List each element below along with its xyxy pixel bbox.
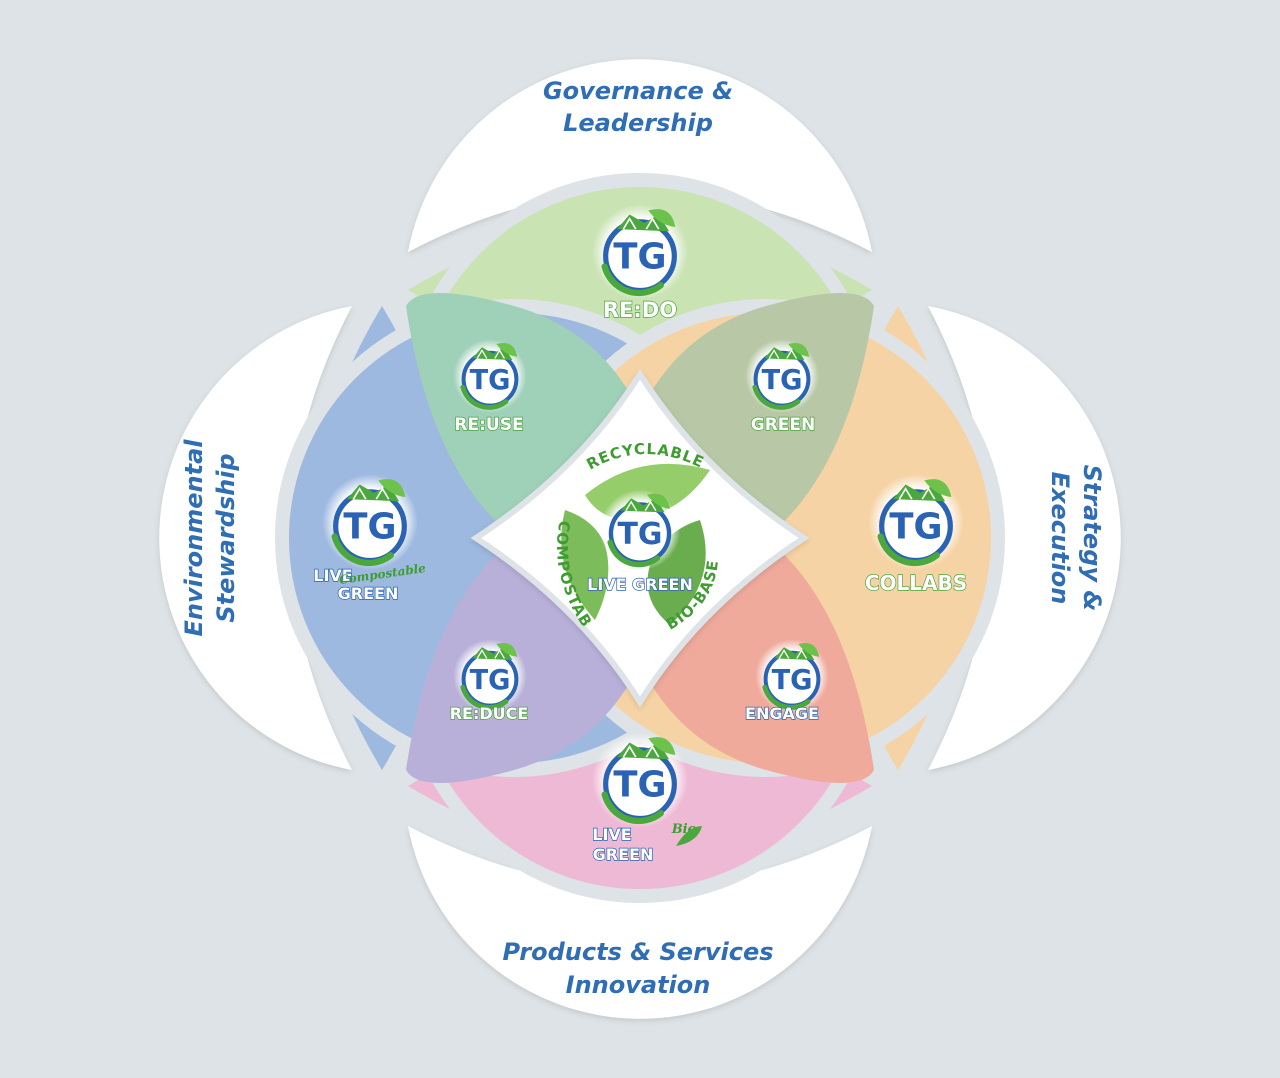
logo-bottom-left	[453, 639, 527, 713]
label-left-green: GREEN	[338, 584, 399, 603]
label-center: LIVE GREEN	[587, 575, 693, 594]
label-reduce: RE:DUCE	[450, 704, 529, 723]
label-reuse: RE:USE	[454, 415, 523, 435]
overlap-top-right	[640, 293, 874, 538]
logo-center	[600, 490, 681, 571]
segment-labels: RE:DO RE:USE GREEN COLLABS RE:DUCE ENGAG…	[313, 297, 968, 864]
logo-top-right	[745, 339, 819, 413]
overlap-bottom-right	[640, 538, 874, 783]
pillar-top-line1: Governance &	[543, 77, 733, 105]
label-green: GREEN	[751, 415, 816, 435]
pillar-right-line1: Strategy &	[1078, 465, 1106, 612]
bio-leaf-icon	[676, 826, 702, 846]
logo-bottom	[592, 732, 688, 828]
label-engage: ENGAGE	[745, 704, 819, 723]
logo-top-left	[453, 339, 527, 413]
pillar-bottom-line2: Innovation	[566, 971, 711, 999]
pillar-plate-bottom	[408, 826, 872, 1019]
pillar-right-line2: Execution	[1046, 472, 1074, 605]
pillar-titles: Governance & Leadership Products & Servi…	[180, 77, 1106, 999]
label-left-live: LIVE	[313, 566, 352, 585]
pillar-left-line2: Stewardship	[212, 453, 240, 622]
pillar-bottom-line1: Products & Services	[502, 938, 773, 966]
pillar-top-line2: Leadership	[563, 109, 713, 137]
logo-bottom-right	[755, 639, 829, 713]
label-redo: RE:DO	[603, 298, 677, 322]
label-bottom-green: GREEN	[593, 845, 654, 864]
overlap-regions	[406, 293, 874, 783]
label-collabs: COLLABS	[865, 571, 967, 595]
pillar-plate-right	[928, 306, 1121, 770]
logo-top	[592, 204, 688, 300]
logo-left	[322, 474, 418, 570]
pillar-plate-left	[159, 306, 352, 770]
label-bottom-live: LIVE	[592, 825, 631, 844]
logo-right	[868, 474, 964, 570]
pillar-left-line1: Environmental	[180, 439, 208, 637]
